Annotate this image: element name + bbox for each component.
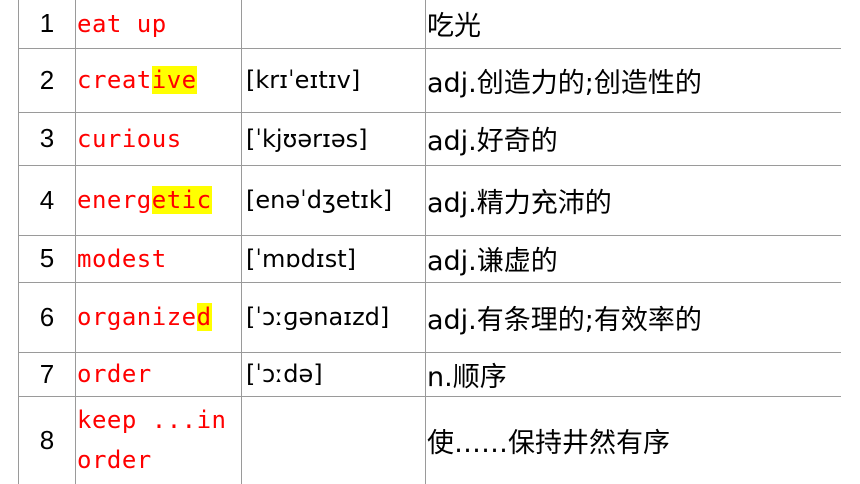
phonetic-cell: [ˈɔːɡənaɪzd]	[241, 281, 426, 353]
english-word: eat up	[77, 9, 167, 38]
chinese-meaning: adj.精力充沛的	[427, 187, 612, 219]
meaning-cell: 使……保持井然有序	[425, 395, 841, 484]
highlighted-suffix: ive	[151, 66, 197, 94]
table-row: 5 modest [ˈmɒdɪst] adj.谦虚的	[18, 234, 841, 283]
highlighted-suffix: d	[196, 303, 212, 331]
phonetic-transcription: [krɪˈeɪtɪv]	[246, 66, 361, 94]
meaning-cell: adj.创造力的;创造性的	[425, 47, 841, 113]
row-number: 8	[39, 424, 55, 455]
phonetic-cell: [krɪˈeɪtɪv]	[241, 47, 426, 113]
english-word: creative	[77, 66, 197, 94]
chinese-meaning: adj.好奇的	[427, 126, 558, 157]
meaning-cell: 吃光	[425, 0, 841, 49]
phonetic-cell	[241, 0, 426, 49]
row-number: 2	[39, 64, 55, 95]
row-number: 6	[39, 301, 55, 332]
table-row: 1 eat up 吃光	[18, 0, 841, 49]
phonetic-cell: [enəˈdʒetɪk]	[241, 164, 426, 236]
word-cell: organized	[75, 281, 242, 353]
english-word: modest	[77, 244, 167, 273]
phonetic-transcription	[243, 10, 247, 38]
table-row: 3 curious [ˈkjʊərɪəs] adj.好奇的	[18, 111, 841, 166]
row-number-cell: 4	[18, 164, 76, 236]
english-word: organized	[77, 303, 212, 331]
english-word: curious	[77, 124, 182, 153]
english-word: energetic	[77, 186, 212, 214]
word-cell: keep ...in order	[75, 395, 242, 484]
english-word: keep ...in order	[77, 406, 227, 475]
chinese-meaning: adj.谦虚的	[427, 246, 558, 277]
meaning-cell: adj.谦虚的	[425, 234, 841, 283]
phonetic-transcription: [ˈmɒdɪst]	[246, 244, 357, 273]
row-number: 7	[39, 358, 55, 389]
vocabulary-table: 1 eat up 吃光 2 creative [krɪˈeɪtɪv] adj.创…	[18, 0, 841, 484]
phonetic-transcription: [ˈɔːɡənaɪzd]	[246, 303, 390, 331]
phonetic-transcription: [ˈɔːdə]	[246, 360, 323, 388]
phonetic-transcription: [enəˈdʒetɪk]	[246, 186, 393, 214]
phonetic-transcription: [ˈkjʊərɪəs]	[246, 124, 368, 153]
table-row: 7 order [ˈɔːdə] n.顺序	[18, 351, 841, 397]
word-cell: curious	[75, 111, 242, 166]
chinese-meaning: n.顺序	[427, 361, 507, 393]
word-cell: energetic	[75, 164, 242, 236]
row-number: 1	[39, 8, 55, 39]
chinese-meaning: adj.有条理的;有效率的	[427, 304, 702, 336]
phonetic-cell: [ˈɔːdə]	[241, 351, 426, 397]
phonetic-cell: [ˈmɒdɪst]	[241, 234, 426, 283]
chinese-meaning: 使……保持井然有序	[427, 427, 670, 459]
chinese-meaning: 吃光	[427, 11, 481, 43]
row-number: 5	[39, 243, 55, 273]
word-cell: modest	[75, 234, 242, 283]
chinese-meaning: adj.创造力的;创造性的	[427, 67, 702, 99]
table-row: 2 creative [krɪˈeɪtɪv] adj.创造力的;创造性的	[18, 47, 841, 113]
phonetic-cell	[241, 395, 426, 484]
english-word: order	[77, 360, 152, 388]
phonetic-transcription	[243, 426, 247, 454]
row-number-cell: 5	[18, 234, 76, 283]
table-row: 6 organized [ˈɔːɡənaɪzd] adj.有条理的;有效率的	[18, 281, 841, 353]
row-number: 4	[39, 184, 55, 215]
table-row: 8 keep ...in order 使……保持井然有序	[18, 395, 841, 484]
table-row: 4 energetic [enəˈdʒetɪk] adj.精力充沛的	[18, 164, 841, 236]
word-cell: creative	[75, 47, 242, 113]
highlighted-suffix: etic	[151, 186, 212, 214]
row-number-cell: 6	[18, 281, 76, 353]
row-number-cell: 3	[18, 111, 76, 166]
row-number-cell: 7	[18, 351, 76, 397]
row-number-cell: 8	[18, 395, 76, 484]
meaning-cell: n.顺序	[425, 351, 841, 397]
word-cell: order	[75, 351, 242, 397]
meaning-cell: adj.精力充沛的	[425, 164, 841, 236]
meaning-cell: adj.有条理的;有效率的	[425, 281, 841, 353]
word-cell: eat up	[75, 0, 242, 49]
row-number-cell: 2	[18, 47, 76, 113]
meaning-cell: adj.好奇的	[425, 111, 841, 166]
row-number: 3	[39, 123, 55, 153]
row-number-cell: 1	[18, 0, 76, 49]
phonetic-cell: [ˈkjʊərɪəs]	[241, 111, 426, 166]
